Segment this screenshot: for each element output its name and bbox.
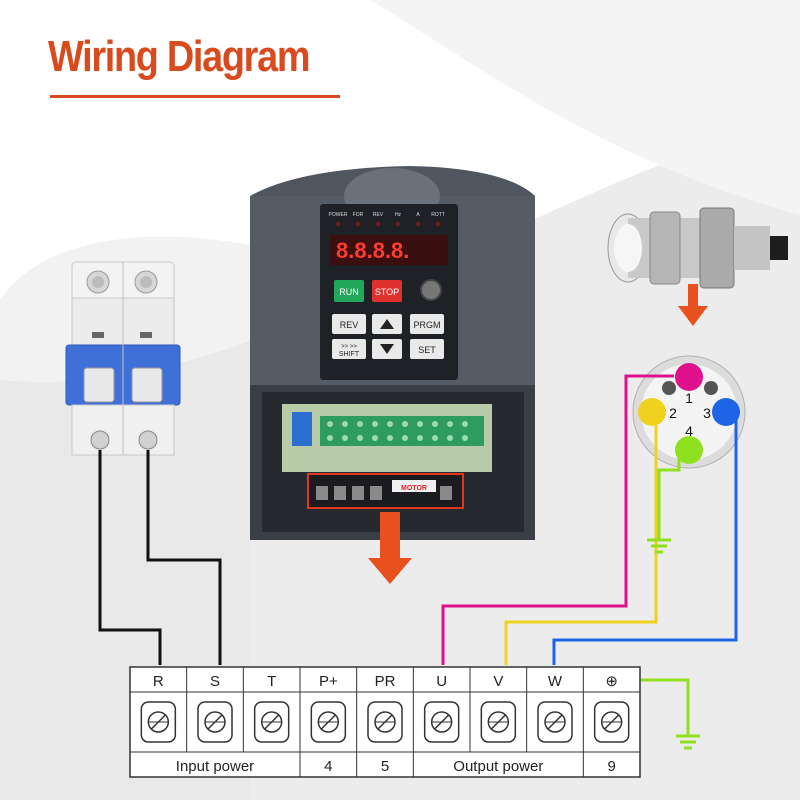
- terminal-screw-icon[interactable]: [593, 701, 630, 743]
- run-label: RUN: [339, 287, 359, 297]
- prgm-label: PRGM: [414, 320, 441, 330]
- pin-2-label: 2: [669, 405, 677, 421]
- title-underline: [50, 95, 340, 98]
- button-down[interactable]: [372, 339, 402, 359]
- speed-knob[interactable]: [420, 279, 442, 301]
- frequency-display: 8.8.8.8.: [336, 238, 409, 263]
- terminal-label: P+: [319, 673, 338, 690]
- button-up[interactable]: [372, 314, 402, 334]
- aviation-plug: [607, 207, 788, 289]
- wire-ground-connector: [657, 458, 681, 540]
- shift-label: SHIFT: [339, 351, 360, 358]
- terminal-group-label: 4: [324, 758, 332, 775]
- page-title: Wiring Diagram: [48, 32, 311, 81]
- status-leds: POWER FOR REV Hz A ROTT: [329, 212, 445, 227]
- terminal-screw-icon[interactable]: [367, 701, 403, 743]
- terminal-screw-icon[interactable]: [537, 701, 573, 743]
- down-arrow-icon: [380, 344, 394, 354]
- terminal-screw-icon[interactable]: [253, 701, 290, 743]
- shift-symbol: >> >>: [341, 344, 357, 350]
- ground-icon: [647, 538, 671, 554]
- led-label: FOR: [353, 212, 364, 218]
- wire-w: [552, 412, 738, 665]
- terminal-label: T: [267, 673, 276, 690]
- terminal-label: R: [153, 673, 164, 690]
- down-arrow-vfd-icon: [368, 512, 412, 584]
- status-led: [375, 221, 381, 227]
- pin-4-label: 4: [685, 423, 693, 439]
- button-rev[interactable]: REV: [332, 314, 366, 334]
- connector-face: [632, 355, 746, 469]
- terminal-group-label: 9: [607, 758, 615, 775]
- terminal-group-label: Input power: [176, 758, 254, 775]
- up-arrow-icon: [380, 319, 394, 329]
- button-prgm[interactable]: PRGM: [410, 314, 444, 334]
- status-led: [335, 221, 341, 227]
- wire-s: [146, 450, 222, 665]
- button-set[interactable]: SET: [410, 339, 444, 359]
- button-stop[interactable]: STOP: [372, 280, 402, 302]
- down-arrow-plug-icon: [678, 284, 708, 326]
- terminal-screw-icon[interactable]: [310, 701, 347, 743]
- terminal-block: R S T P+ PR U V W ⊕ Input power 4 5 Output power 9: [129, 666, 641, 778]
- terminal-label: U: [436, 673, 447, 690]
- circuit-breaker: [65, 261, 181, 456]
- status-led: [395, 221, 401, 227]
- pin-3-label: 3: [703, 405, 711, 421]
- pin-1-label: 1: [685, 390, 693, 406]
- terminal-screw-icon[interactable]: [480, 701, 517, 743]
- led-label: POWER: [329, 212, 348, 218]
- rev-label: REV: [340, 320, 359, 330]
- wire-ground-terminal: [638, 678, 690, 736]
- connector-pin-2: 2: [638, 398, 677, 426]
- terminal-label: ⊕: [605, 673, 618, 690]
- led-label: REV: [373, 212, 384, 218]
- terminal-screw-icon[interactable]: [197, 701, 233, 743]
- button-run[interactable]: RUN: [334, 280, 364, 302]
- led-label: Hz: [395, 212, 402, 218]
- led-label: A: [416, 212, 420, 218]
- status-led: [355, 221, 361, 227]
- led-label: ROTT: [431, 212, 445, 218]
- terminal-screw-icon[interactable]: [423, 701, 460, 743]
- status-led: [415, 221, 421, 227]
- status-led: [435, 221, 441, 227]
- terminal-group-label: 5: [381, 758, 389, 775]
- button-shift[interactable]: >> >> SHIFT: [332, 339, 366, 359]
- motor-label: MOTOR: [401, 485, 427, 492]
- connector-pin-1: 1: [675, 363, 703, 406]
- wire-r: [98, 450, 162, 665]
- connector-pin-3: 3: [703, 398, 740, 426]
- wire-u: [441, 374, 674, 665]
- stop-label: STOP: [375, 287, 399, 297]
- ground-icon: [676, 734, 700, 750]
- terminal-label: S: [210, 673, 220, 690]
- connector-pin-4: 4: [675, 423, 703, 464]
- terminal-group-label: Output power: [453, 758, 543, 775]
- terminal-label: W: [548, 673, 563, 690]
- terminal-label: PR: [375, 673, 396, 690]
- terminal-label: V: [493, 673, 503, 690]
- terminal-screw-icon[interactable]: [140, 701, 177, 743]
- set-label: SET: [418, 345, 436, 355]
